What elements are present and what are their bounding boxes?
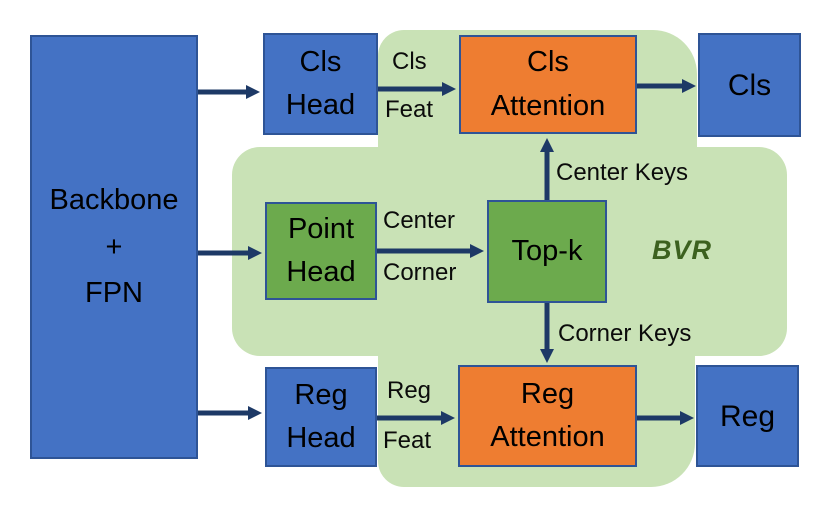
node-point-head: Point Head (265, 202, 377, 300)
node-cls-output: Cls (698, 33, 801, 137)
bvr-region-label: BVR (652, 235, 713, 265)
node-cls-attention: Cls Attention (459, 35, 637, 134)
node-cls-head: Cls Head (263, 33, 378, 135)
edge-label-corner-keys: Corner Keys (558, 320, 692, 347)
node-backbone-fpn: Backbone + FPN (30, 35, 198, 459)
edge-label-cls-feat-line1: Cls (392, 48, 427, 75)
edge-label-center: Center (383, 207, 456, 234)
node-reg-output: Reg (696, 365, 799, 467)
edge-label-center-keys: Center Keys (556, 159, 689, 186)
node-reg-attention: Reg Attention (458, 365, 637, 467)
edge-label-reg-feat-line1: Reg (387, 377, 432, 404)
node-top-k: Top-k (487, 200, 607, 303)
edge-label-cls-feat-line2: Feat (385, 96, 434, 123)
edge-label-reg-feat-line2: Feat (383, 427, 432, 454)
node-reg-head: Reg Head (265, 367, 377, 467)
edge-label-corner: Corner (383, 259, 457, 286)
